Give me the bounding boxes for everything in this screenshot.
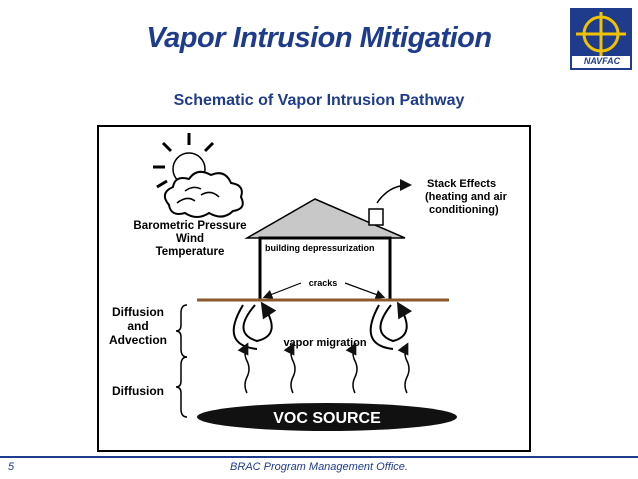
diffusion-arrows <box>237 342 410 394</box>
diffusion-label: Diffusion <box>112 384 164 398</box>
stack-effects-arrow <box>376 179 412 204</box>
diffusion-advection-2: and <box>127 319 148 333</box>
voc-source-label: VOC SOURCE <box>273 410 381 427</box>
slide-title: Vapor Intrusion Mitigation <box>146 22 492 54</box>
footer-rule <box>0 456 638 458</box>
stack-effects-1: Stack Effects <box>427 178 496 190</box>
chimney <box>368 208 384 226</box>
advection-arrows <box>232 301 413 350</box>
navfac-logo-text: NAVFAC <box>583 56 621 66</box>
weather-label-3: Temperature <box>156 246 225 258</box>
house-walls <box>258 236 392 302</box>
stack-effects-3: conditioning) <box>429 204 499 216</box>
weather-label-2: Wind <box>176 233 204 245</box>
diffusion-advection-1: Diffusion <box>112 305 164 319</box>
diagram-subtitle: Schematic of Vapor Intrusion Pathway <box>173 92 465 109</box>
sun-cloud-icon <box>153 133 244 218</box>
brace-lower <box>175 356 188 418</box>
house <box>244 198 406 302</box>
stack-effects-2: (heating and air <box>425 191 508 203</box>
voc-source <box>197 403 457 431</box>
footer-text: BRAC Program Management Office. <box>230 461 408 473</box>
navfac-logo <box>570 8 632 70</box>
diffusion-advection-3: Advection <box>109 333 167 347</box>
building-label: building depressurization <box>265 243 375 253</box>
weather-label-1: Barometric Pressure <box>133 220 246 232</box>
vapor-intrusion-diagram: Barometric Pressure Wind Temperature bui… <box>97 125 531 452</box>
brace-upper <box>175 304 188 358</box>
page-number: 5 <box>8 461 15 473</box>
cracks-label: cracks <box>309 278 338 288</box>
